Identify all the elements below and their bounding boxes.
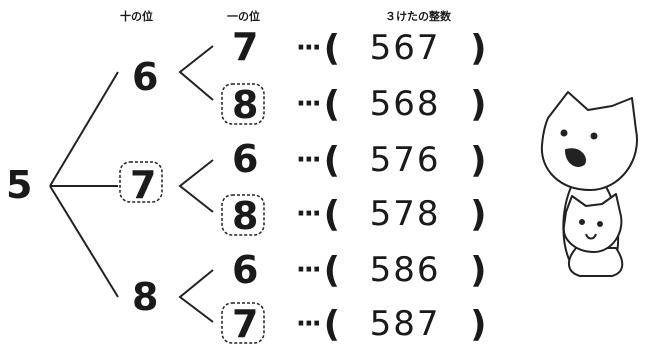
result-number: 587 <box>369 304 441 344</box>
close-paren: ) <box>470 83 487 125</box>
result-row: ··· ( 587 ) <box>296 302 487 346</box>
small-cat-body <box>568 247 624 277</box>
result-row: ··· ( 586 ) <box>296 248 487 292</box>
root-digit: 5 <box>6 163 33 207</box>
result-number: 578 <box>369 194 441 234</box>
small-cat-eye-left <box>579 219 585 225</box>
small-cat-eye-right <box>597 221 603 227</box>
dots: ··· <box>296 255 322 285</box>
close-paren: ) <box>470 27 487 69</box>
open-paren: ( <box>323 193 341 235</box>
open-paren: ( <box>323 139 341 181</box>
dots: ··· <box>296 309 322 339</box>
dots: ··· <box>296 145 322 175</box>
close-paren: ) <box>470 303 487 345</box>
branch-5-8 <box>49 185 119 298</box>
branch-5-6 <box>49 71 119 187</box>
highlight-frame-7-b <box>221 302 265 344</box>
big-cat-mouth <box>565 148 586 168</box>
ones-digit: 7 <box>232 25 259 69</box>
result-number: 567 <box>369 28 441 68</box>
highlight-frame-8-a <box>221 83 265 125</box>
open-paren: ( <box>323 83 341 125</box>
close-paren: ) <box>470 249 487 291</box>
ones-digit: 6 <box>232 137 259 181</box>
result-row: ··· ( 578 ) <box>296 192 487 236</box>
dots: ··· <box>296 199 322 229</box>
big-cat-head <box>540 91 638 191</box>
result-number: 568 <box>369 84 441 124</box>
open-paren: ( <box>323 27 341 69</box>
big-cat-eye-left <box>560 129 568 137</box>
close-paren: ) <box>470 139 487 181</box>
branch-6-ones <box>178 45 214 101</box>
branch-7-ones <box>178 159 214 213</box>
ones-digit: 7 <box>232 302 259 346</box>
result-row: ··· ( 568 ) <box>296 82 487 126</box>
small-cat-head <box>562 193 623 253</box>
ones-digit: 6 <box>232 248 259 292</box>
ones-digit: 8 <box>232 194 259 238</box>
tens-digit: 6 <box>132 55 159 99</box>
dots: ··· <box>296 89 322 119</box>
result-number: 586 <box>369 250 441 290</box>
branch-8-ones <box>178 269 214 323</box>
header-ones: 一の位 <box>227 10 260 23</box>
highlight-frame-8-b <box>221 194 265 236</box>
header-number: ３けたの整数 <box>385 10 451 23</box>
tens-digit: 7 <box>130 163 157 207</box>
close-paren: ) <box>470 193 487 235</box>
open-paren: ( <box>323 303 341 345</box>
small-cat-mouth <box>585 233 597 240</box>
dots: ··· <box>296 33 322 63</box>
result-number: 576 <box>369 140 441 180</box>
result-row: ··· ( 576 ) <box>296 138 487 182</box>
open-paren: ( <box>323 249 341 291</box>
highlight-frame-7-tens <box>119 161 163 203</box>
ones-digit: 8 <box>232 83 259 127</box>
result-row: ··· ( 567 ) <box>296 26 487 70</box>
tens-digit: 8 <box>132 275 159 319</box>
big-cat-eye-right <box>590 132 598 140</box>
two-cats-illustration <box>540 91 638 277</box>
header-tens: 十の位 <box>120 10 153 23</box>
